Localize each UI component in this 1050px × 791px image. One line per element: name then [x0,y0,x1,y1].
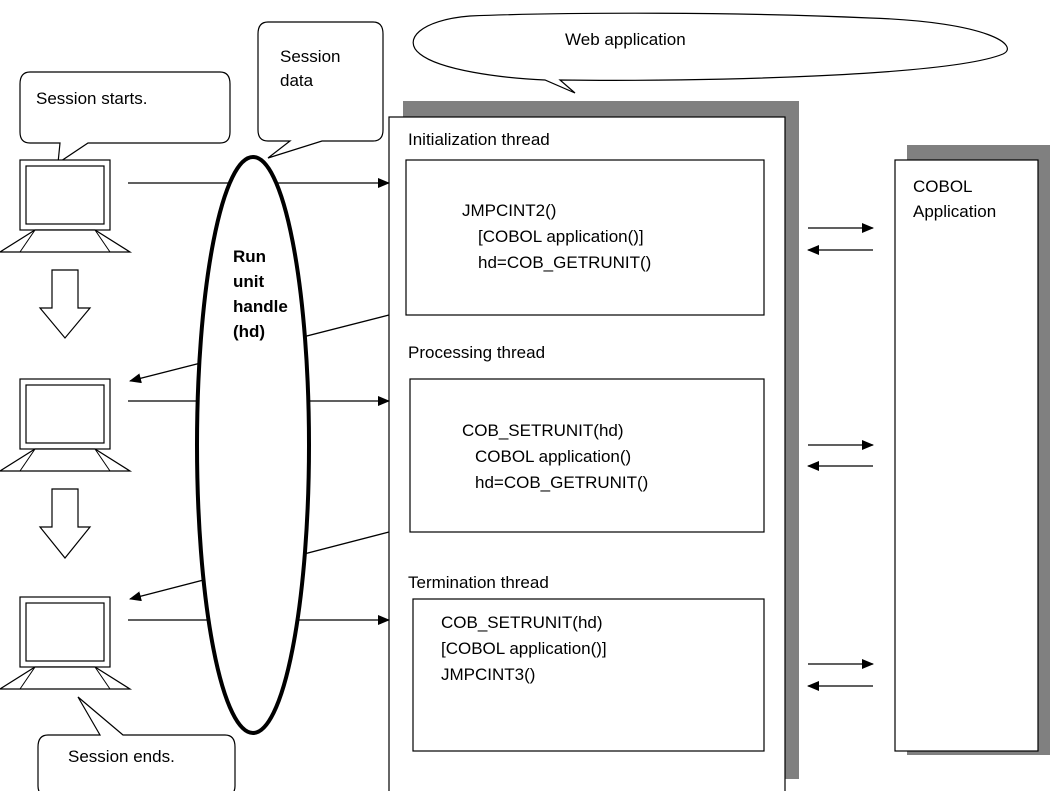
processing-thread-title: Processing thread [408,343,545,362]
cobol-app-text-1: COBOL [913,177,973,196]
handle-text-3: handle [233,297,288,316]
processing-exchange-arrows [807,440,874,471]
session-ends-callout: Session ends. [37,696,236,791]
down-arrow-1-icon [38,269,92,339]
web-application-text: Web application [565,30,686,49]
handle-text-2: unit [233,272,264,291]
processing-code-line-3: hd=COB_GETRUNIT() [475,473,648,492]
termination-thread-box [412,598,765,752]
cobol-app-text-2: Application [913,202,996,221]
processing-code-line-1: COB_SETRUNIT(hd) [462,421,624,440]
down-arrow-2-icon [38,488,92,559]
initialization-code-line-1: JMPCINT2() [462,201,556,220]
termination-thread-title: Termination thread [408,573,549,592]
termination-code-line-1: COB_SETRUNIT(hd) [441,613,603,632]
run-unit-handle-ellipse [195,155,311,735]
initialization-thread-box [405,159,765,316]
handle-text-1: Run [233,247,266,266]
session-data-text-1: Session [280,47,340,66]
computer-1-icon [0,159,133,253]
session-starts-text: Session starts. [36,89,148,108]
init-exchange-arrows [807,223,874,255]
termination-exchange-arrows [807,659,874,691]
session-data-text-2: data [280,71,314,90]
session-starts-callout: Session starts. [19,71,231,165]
session-ends-text: Session ends. [68,747,175,766]
session-data-callout: Session data [257,21,384,159]
termination-code-line-2: [COBOL application()] [441,639,607,658]
processing-thread-box [409,378,765,533]
cobol-app-panel [894,159,1039,752]
web-application-callout: Web application [412,12,1008,94]
processing-code-line-2: COBOL application() [475,447,631,466]
initialization-code-line-3: hd=COB_GETRUNIT() [478,253,651,272]
computer-3-icon [0,596,133,690]
termination-code-line-3: JMPCINT3() [441,665,535,684]
initialization-code-line-2: [COBOL application()] [478,227,644,246]
computer-2-icon [0,378,133,472]
initialization-thread-title: Initialization thread [408,130,550,149]
handle-text-4: (hd) [233,322,265,341]
